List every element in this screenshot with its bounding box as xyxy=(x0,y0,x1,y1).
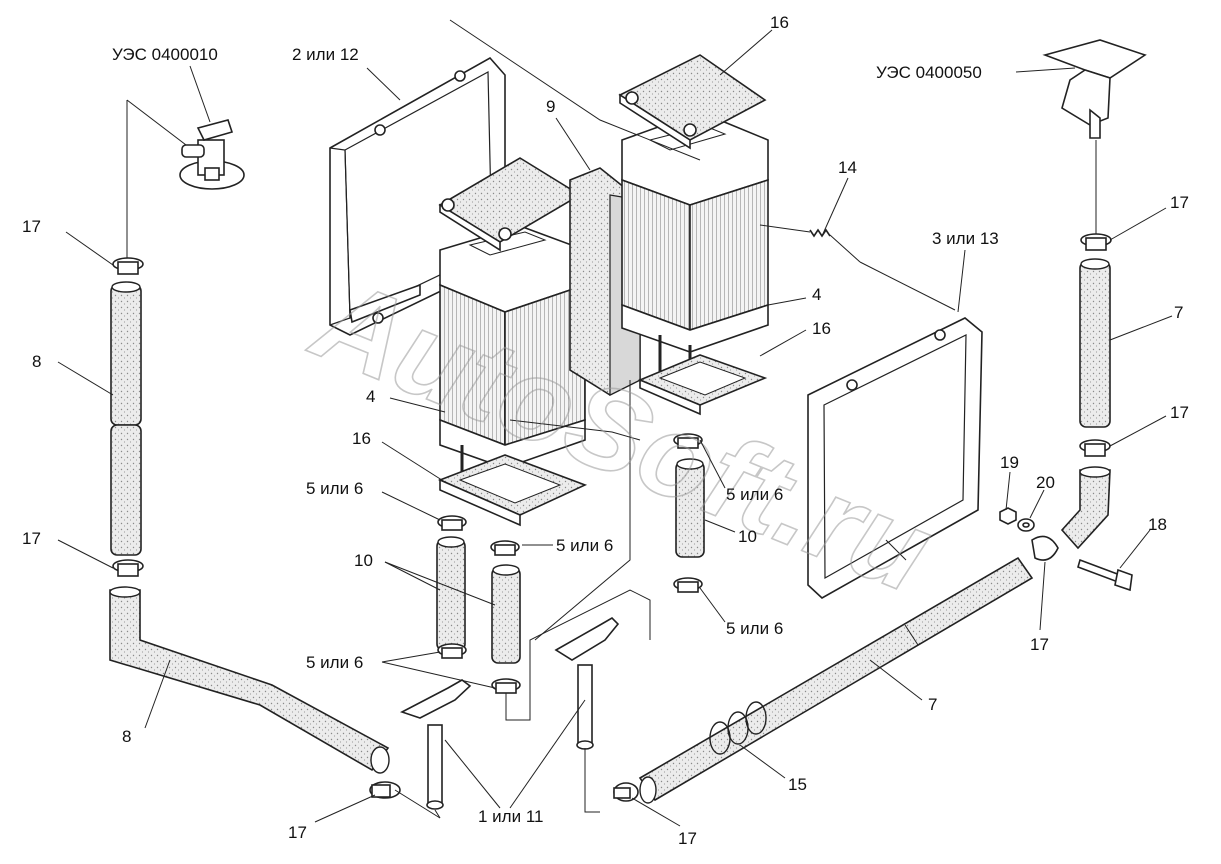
label-hose-7-bottom: 7 xyxy=(928,695,937,714)
hose-8-left xyxy=(109,99,390,774)
label-clamp-5-6-a: 5 или 6 xyxy=(306,479,363,498)
clamp-17-left-top xyxy=(112,257,144,275)
label-ues-0400050: УЭС 0400050 xyxy=(876,63,982,82)
drain-tap-ues-0400010 xyxy=(179,119,245,190)
label-spring-14: 14 xyxy=(838,158,857,177)
pipe-1-or-11-right xyxy=(554,616,620,750)
clamp-17-right-bottom xyxy=(1031,535,1059,561)
leader-lines xyxy=(57,29,1173,827)
label-washer-20: 20 xyxy=(1036,473,1055,492)
label-cover-16-top: 16 xyxy=(770,13,789,32)
label-frame-2-or-12: 2 или 12 xyxy=(292,45,359,64)
hose-10-left-b xyxy=(491,564,521,664)
label-clamp-17-rm: 17 xyxy=(1170,403,1189,422)
label-clamp-17-rb: 17 xyxy=(1030,635,1049,654)
label-clamp-17-bl: 17 xyxy=(288,823,307,842)
label-clamp-5-6-c: 5 или 6 xyxy=(306,653,363,672)
label-pipe-1-or-11: 1 или 11 xyxy=(478,807,543,826)
hose-10-left-a xyxy=(436,536,466,651)
hose-7-right xyxy=(1060,140,1111,550)
label-clamp-17-lb: 17 xyxy=(22,529,41,548)
label-nut-19: 19 xyxy=(1000,453,1019,472)
label-seal-9: 9 xyxy=(546,97,555,116)
label-hose-10-left: 10 xyxy=(354,551,373,570)
label-bolt-18: 18 xyxy=(1148,515,1167,534)
cover-16-right-bottom xyxy=(637,354,768,416)
hose-10-right xyxy=(675,458,705,558)
label-clamp-5-6-e: 5 или 6 xyxy=(726,619,783,638)
label-frame-3-or-13: 3 или 13 xyxy=(932,229,999,248)
assembly-guide-lines xyxy=(434,19,956,819)
pipe-1-or-11-left xyxy=(399,679,472,810)
label-sleeve-15: 15 xyxy=(788,775,807,794)
frame-3-or-13 xyxy=(807,317,983,599)
label-clamp-17-rt: 17 xyxy=(1170,193,1189,212)
label-clamp-17-lt: 17 xyxy=(22,217,41,236)
label-ues-0400010: УЭС 0400010 xyxy=(112,45,218,64)
label-cover-16-left: 16 xyxy=(352,429,371,448)
label-clamp-5-6-b: 5 или 6 xyxy=(556,536,613,555)
label-hose-7-right: 7 xyxy=(1174,303,1183,322)
clamp-17-left-bottom xyxy=(112,559,144,577)
clamp-17-bottom-left xyxy=(369,781,441,819)
hose-7-bottom xyxy=(638,556,1034,804)
cover-16-left-bottom xyxy=(437,454,588,527)
label-hose-8-top: 8 xyxy=(32,352,41,371)
label-hose-8-bottom: 8 xyxy=(122,727,131,746)
cover-16-right-top xyxy=(618,54,767,150)
radiator-core-4-left xyxy=(439,225,586,500)
clamp-17-right-middle xyxy=(1079,439,1111,457)
clamp-17-bottom-middle xyxy=(613,782,639,802)
drain-tap-ues-0400050 xyxy=(1042,39,1147,139)
label-core-4-left: 4 xyxy=(366,387,375,406)
label-hose-10-right: 10 xyxy=(738,527,757,546)
cover-16-left-top xyxy=(438,157,582,252)
label-cover-16-mid: 16 xyxy=(812,319,831,338)
nut-19 xyxy=(999,507,1017,525)
spring-14 xyxy=(759,224,861,263)
bolt-18 xyxy=(1077,558,1133,592)
label-core-4-right: 4 xyxy=(812,285,821,304)
label-clamp-5-6-d: 5 или 6 xyxy=(726,485,783,504)
label-clamp-17-bm: 17 xyxy=(678,829,697,848)
sleeve-15 xyxy=(709,701,767,755)
washer-20 xyxy=(1017,518,1035,532)
clamp-17-right-top xyxy=(1080,233,1112,251)
